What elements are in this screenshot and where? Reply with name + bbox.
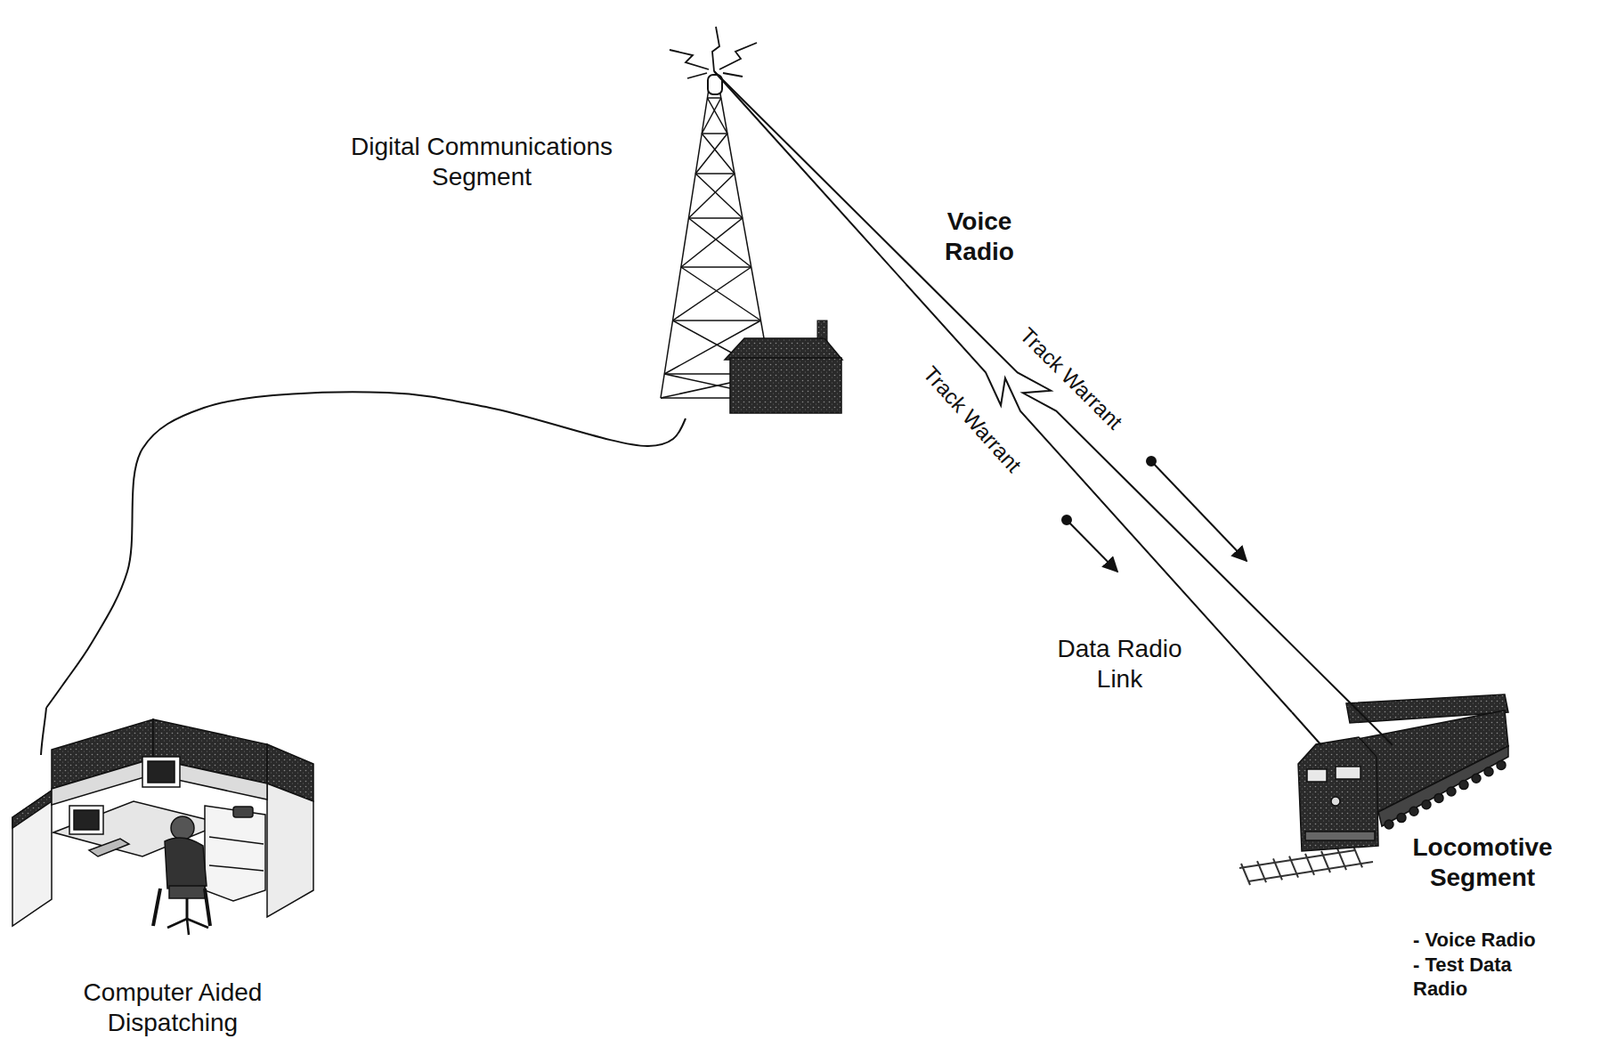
tower-segment: Digital Communications Segment (652, 71, 847, 419)
drawing-stroke (1335, 766, 1361, 780)
drawing-stroke (1496, 760, 1506, 770)
drawing-stroke (724, 338, 843, 360)
drawing-stroke (1353, 845, 1363, 868)
drawing-stroke (1434, 793, 1444, 803)
drawing-stroke (1484, 767, 1494, 777)
drawing-stroke (706, 97, 727, 134)
drawing-stroke (1378, 746, 1509, 827)
link-label: Data Radio Link (1032, 633, 1207, 694)
segment-title: Locomotive Segment (1388, 832, 1576, 893)
drawing-stroke (1337, 848, 1347, 870)
drawing-stroke (186, 918, 209, 928)
drawing-stroke (1307, 769, 1327, 782)
drawing-stroke (1446, 787, 1456, 796)
direction-arrow (1062, 456, 1247, 572)
drawing-stroke (695, 172, 735, 175)
drawing-stroke (147, 761, 175, 783)
drawing-stroke (167, 918, 187, 928)
drawing-stroke (73, 810, 99, 830)
drawing-stroke (267, 783, 314, 918)
drawing-stroke (687, 73, 707, 79)
drawing-stroke (673, 319, 762, 322)
drawing-stroke (89, 838, 130, 857)
drawing-stroke (701, 132, 728, 135)
drawing-stroke (1409, 806, 1419, 816)
drawing-stroke (204, 805, 266, 902)
drawing-stroke (1359, 712, 1393, 746)
equipment-shelter (724, 320, 843, 414)
cable-link (46, 391, 686, 708)
drawing-stroke (1305, 853, 1315, 876)
drawing-stroke (153, 888, 211, 926)
drawing-stroke (688, 217, 742, 220)
drawing-stroke (209, 836, 264, 845)
segment-title: Digital Communications Segment (348, 131, 616, 192)
equipment-item: - Voice Radio (1413, 928, 1569, 952)
drawing-stroke (186, 918, 189, 935)
drawing-stroke (669, 49, 709, 70)
drawing-stroke (164, 837, 207, 889)
edge-label: Track Warrant (917, 359, 1029, 480)
cable (40, 707, 47, 756)
drawing-stroke (1289, 856, 1299, 878)
drawing-stroke (1384, 760, 1506, 829)
dispatch-segment: Computer Aided Dispatching (4, 707, 330, 953)
link-label: Voice Radio (925, 206, 1033, 267)
locomotive-segment: Locomotive Segment- Voice Radio- Test Da… (1282, 712, 1514, 900)
radio-link (714, 71, 1360, 713)
drawing-stroke (1471, 773, 1481, 783)
drawing-stroke (701, 97, 722, 134)
drawing-stroke (1459, 780, 1469, 790)
drawing-stroke (12, 790, 52, 829)
drawing-stroke (12, 790, 52, 926)
radio-link (714, 71, 1292, 713)
drawing-stroke (695, 173, 743, 219)
drawing-stroke (681, 218, 743, 268)
drawing-stroke (69, 805, 104, 835)
dispatch-console (12, 719, 314, 935)
drawing-stroke (1298, 737, 1379, 852)
drawing-stroke (688, 173, 735, 219)
drawing-stroke (688, 218, 751, 268)
drawing-stroke (1396, 813, 1406, 823)
drawing-stroke (1241, 845, 1363, 886)
drawing-stroke (209, 865, 264, 871)
drawing-stroke (1305, 831, 1375, 841)
drawing-stroke (169, 885, 205, 899)
drawing-stroke (1421, 800, 1431, 810)
drawing-stroke (1321, 851, 1331, 873)
segment-title: Computer Aided Dispatching (30, 977, 316, 1038)
drawing-stroke (1291, 712, 1322, 746)
drawing-stroke (1257, 860, 1267, 883)
drawing-stroke (660, 89, 709, 398)
drawing-stroke (1384, 820, 1394, 829)
drawing-stroke (706, 97, 721, 99)
edge-label: Track Warrant (1013, 320, 1129, 437)
equipment-item: - Test Data Radio (1413, 953, 1569, 1001)
drawing-stroke (233, 806, 253, 818)
drawing-stroke (1151, 461, 1247, 561)
drawing-stroke (1241, 863, 1251, 886)
drawing-stroke (1273, 858, 1283, 880)
drawing-stroke (681, 267, 762, 321)
drawing-stroke (51, 758, 154, 805)
drawing-stroke (719, 42, 757, 70)
drawing-stroke (170, 816, 195, 840)
drawing-stroke (669, 26, 757, 79)
drawing-stroke (1331, 796, 1341, 806)
drawing-stroke (142, 756, 180, 788)
drawing-stroke (730, 357, 842, 414)
drawing-stroke (712, 26, 720, 72)
drawing-stroke (681, 266, 752, 269)
drawing-stroke (673, 267, 752, 321)
drawing-stroke (186, 898, 189, 919)
drawing-stroke (695, 133, 728, 174)
drawing-stroke (722, 73, 743, 77)
drawing-stroke (1239, 850, 1356, 869)
drawing-stroke (1066, 519, 1118, 572)
drawing-stroke (701, 133, 735, 174)
